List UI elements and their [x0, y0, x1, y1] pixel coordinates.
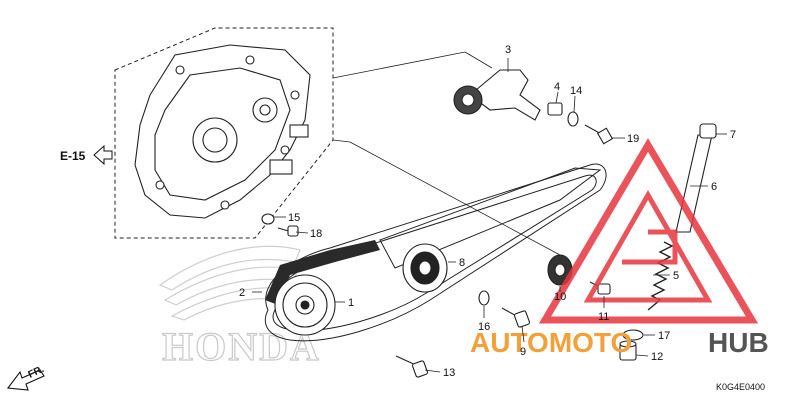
- bolt-18: [277, 225, 299, 237]
- tensioner-rod: [675, 123, 717, 233]
- part-label-15: 15: [288, 212, 300, 224]
- crankcase: [134, 44, 311, 219]
- part-label-17: 17: [658, 330, 670, 342]
- washer-17: [622, 329, 644, 341]
- spring: [647, 241, 674, 311]
- washer-16: [478, 290, 490, 306]
- plug-bolt-12: [619, 340, 637, 361]
- bolt-19: [584, 124, 614, 145]
- bolt-9: [501, 307, 531, 328]
- part-label-19: 19: [627, 133, 639, 145]
- watermark-word-b: HUB: [708, 327, 769, 358]
- collar: [547, 102, 579, 127]
- part-label-12: 12: [651, 351, 663, 363]
- reference-arrow-icon: [93, 144, 113, 166]
- part-label-11: 11: [598, 311, 609, 323]
- leader-lines: [332, 51, 561, 256]
- part-label-2: 2: [239, 287, 245, 299]
- chain-guide: [379, 167, 602, 269]
- part-label-4: 4: [554, 81, 560, 93]
- part-label-1: 1: [348, 297, 354, 309]
- reference-label: E-15: [60, 149, 86, 163]
- bolt-11: [589, 281, 611, 295]
- part-label-5: 5: [673, 270, 679, 282]
- part-label-7: 7: [730, 129, 736, 141]
- part-label-9: 9: [520, 346, 526, 358]
- part-label-13: 13: [443, 367, 455, 379]
- front-direction-label: FR.: [27, 364, 46, 381]
- callout-leaders: [252, 58, 727, 373]
- tensioner-bracket: [453, 69, 541, 121]
- roller-chain: [265, 240, 380, 305]
- part-label-10: 10: [554, 291, 566, 303]
- part-label-18: 18: [310, 228, 322, 240]
- washer-15: [261, 213, 275, 225]
- part-label-16: 16: [478, 321, 490, 333]
- diagram-code: K0G4E0400: [716, 382, 765, 392]
- front-direction-arrow-icon: [6, 369, 45, 391]
- part-label-3: 3: [505, 44, 511, 56]
- part-label-14: 14: [570, 85, 582, 97]
- tensioner-roller: [402, 243, 448, 293]
- drive-sprocket: [274, 274, 336, 336]
- watermark-logo: [538, 138, 759, 324]
- bolt-13: [395, 355, 429, 378]
- part-label-6: 6: [711, 181, 717, 193]
- watermark-word-a: AUTOMOTO: [470, 327, 632, 358]
- part-label-8: 8: [459, 257, 465, 269]
